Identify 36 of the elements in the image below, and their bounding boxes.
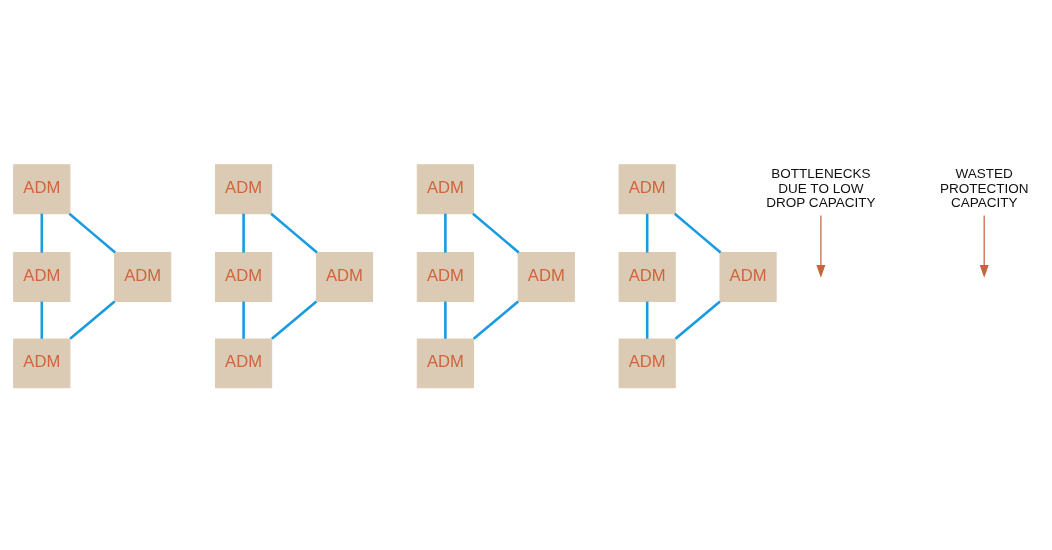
node-box: ADM <box>517 251 575 302</box>
node-text: BOTTLENECKS DUE TO LOW DROP CAPACITY <box>766 165 876 210</box>
connector <box>69 300 116 340</box>
connector <box>673 212 722 254</box>
node-box: ADM <box>618 337 676 388</box>
arrow <box>979 214 989 278</box>
node-box: ADM <box>618 163 676 214</box>
connector <box>270 212 318 254</box>
node-box: ADM <box>215 251 273 302</box>
node-box: ADM <box>719 251 777 302</box>
connector <box>40 301 44 339</box>
connector <box>645 301 649 339</box>
arrow <box>816 214 826 278</box>
node-box: ADM <box>114 251 172 302</box>
connector <box>472 212 520 254</box>
connector <box>444 213 447 253</box>
node-box: ADM <box>416 337 474 388</box>
connector <box>242 301 245 339</box>
node-text: WASTED PROTECTION CAPACITY <box>939 165 1029 210</box>
connector <box>674 300 721 340</box>
connector <box>472 300 519 340</box>
connector <box>68 212 116 254</box>
connector <box>444 301 447 339</box>
connector <box>271 300 318 340</box>
connector <box>40 213 44 253</box>
connector <box>242 213 245 253</box>
node-box: ADM <box>416 163 474 214</box>
node-box: ADM <box>618 251 676 302</box>
connector <box>645 213 649 253</box>
node-box: ADM <box>13 251 71 302</box>
node-box: ADM <box>215 163 273 214</box>
node-box: ADM <box>315 251 374 302</box>
node-box: ADM <box>13 337 71 388</box>
node-box: ADM <box>416 251 474 302</box>
node-box: ADM <box>215 337 273 388</box>
node-box: ADM <box>13 163 71 214</box>
